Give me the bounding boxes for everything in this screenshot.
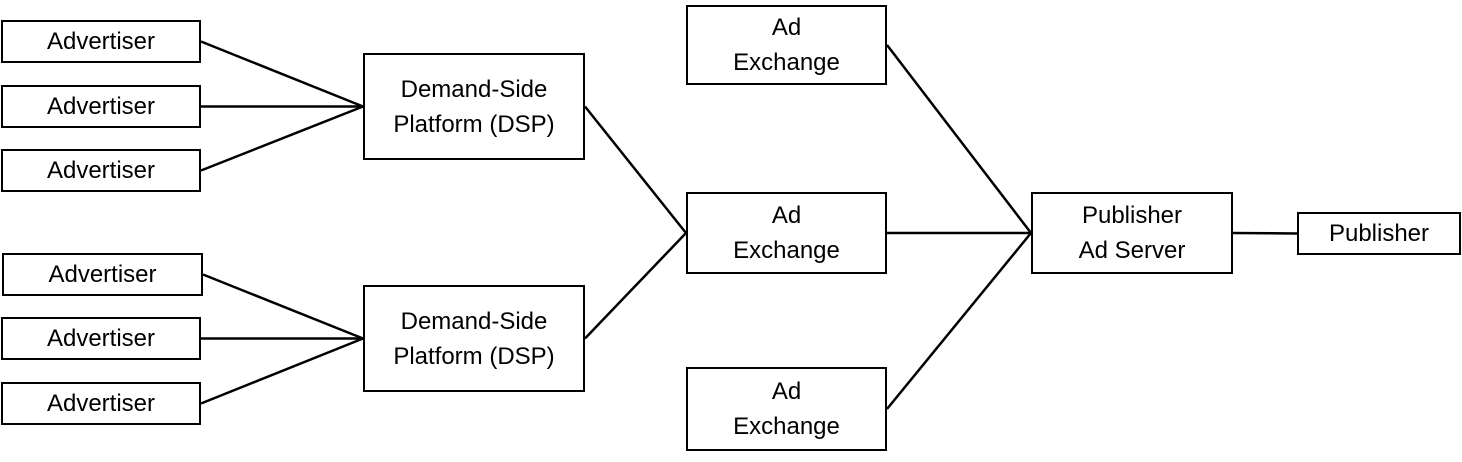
advertiser-label: Advertiser xyxy=(46,93,156,120)
connector-advertiser-6-to-dsp-2 xyxy=(200,337,364,405)
connector-ad-exchange-bottom-to-publisher-ad-server xyxy=(886,232,1032,410)
advertiser-box-2: Advertiser xyxy=(1,85,201,128)
publisher-ad-server-label-line-2: Ad Server xyxy=(1078,237,1186,264)
advertiser-label: Advertiser xyxy=(46,28,156,55)
advertiser-label: Advertiser xyxy=(48,261,157,288)
publisher-ad-server-label-line-1: Publisher xyxy=(1081,202,1183,229)
advertiser-box-1: Advertiser xyxy=(1,20,201,63)
connector-ad-exchange-top-to-publisher-ad-server xyxy=(886,44,1032,234)
ad-exchange-label-line-1: Ad xyxy=(771,14,802,41)
connector-advertiser-3-to-dsp-1 xyxy=(200,105,364,172)
dsp-label-line-2: Platform (DSP) xyxy=(393,342,555,370)
ad-exchange-box-middle: Ad Exchange xyxy=(686,192,887,274)
advertiser-label: Advertiser xyxy=(46,157,156,184)
publisher-box: Publisher xyxy=(1297,212,1461,255)
connector-advertiser-1-to-dsp-1 xyxy=(200,40,364,108)
ad-exchange-label-line-2: Exchange xyxy=(733,413,840,440)
connector-dsp-2-to-ad-exchange-middle xyxy=(584,232,687,340)
ad-exchange-box-bottom: Ad Exchange xyxy=(686,367,887,451)
connector-publisher-ad-server-to-publisher xyxy=(1232,231,1298,235)
dsp-label-line-1: Demand-Side xyxy=(400,75,548,103)
publisher-ad-server-box: Publisher Ad Server xyxy=(1031,192,1233,274)
publisher-label: Publisher xyxy=(1328,220,1430,247)
advertiser-label: Advertiser xyxy=(46,325,156,352)
connector-dsp-1-to-ad-exchange-middle xyxy=(584,105,687,234)
ad-exchange-box-top: Ad Exchange xyxy=(686,5,887,85)
connector-advertiser-4-to-dsp-2 xyxy=(202,273,364,340)
advertiser-box-3: Advertiser xyxy=(1,149,201,192)
dsp-box-1: Demand-Side Platform (DSP) xyxy=(363,53,585,160)
ad-exchange-label-line-2: Exchange xyxy=(733,237,840,264)
dsp-label-line-1: Demand-Side xyxy=(400,307,548,335)
advertiser-label: Advertiser xyxy=(46,390,156,417)
advertiser-box-5: Advertiser xyxy=(1,317,201,360)
advertiser-box-4: Advertiser xyxy=(2,253,203,296)
dsp-box-2: Demand-Side Platform (DSP) xyxy=(363,285,585,392)
advertiser-box-6: Advertiser xyxy=(1,382,201,425)
dsp-label-line-2: Platform (DSP) xyxy=(393,110,555,138)
ad-exchange-label-line-1: Ad xyxy=(771,202,802,229)
ad-exchange-label-line-1: Ad xyxy=(771,378,802,405)
ad-exchange-label-line-2: Exchange xyxy=(733,49,840,76)
